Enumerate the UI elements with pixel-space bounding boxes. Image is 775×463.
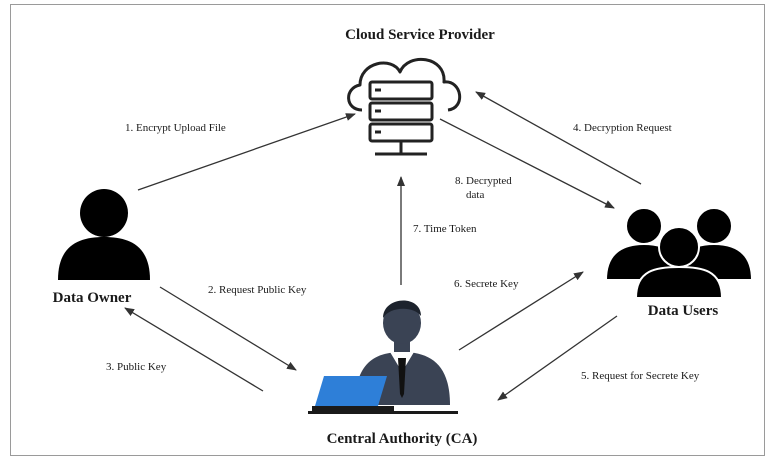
label-decrypted-data: data [466,189,484,201]
arrow-encrypt-upload [137,113,356,191]
ca-person-laptop-icon [308,300,458,414]
data-users-title: Data Users [648,303,719,319]
label-time-token: 7. Time Token [413,223,477,235]
data-owner-title: Data Owner [53,290,132,306]
central-authority-title: Central Authority (CA) [327,431,478,447]
arrow-request-secrete-key [497,315,618,401]
arrow-request-public-key [159,286,297,371]
group-icon [604,207,754,299]
diagram-frame [10,4,765,456]
cloud-server-icon [347,57,462,156]
cloud-service-provider-title: Cloud Service Provider [345,27,495,43]
arrows [124,91,642,401]
label-secrete-key: 6. Secrete Key [454,278,519,290]
arrow-decrypted-data [439,118,615,209]
label-encrypt-upload-file: 1. Encrypt Upload File [125,122,226,134]
label-public-key: 3. Public Key [106,361,167,373]
arrow-secrete-key [458,271,584,351]
label-decryption-request: 4. Decryption Request [573,122,672,134]
arrow-public-key [124,307,264,392]
label-decrypted: 8. Decrypted [455,175,512,187]
label-request-public-key: 2. Request Public Key [208,284,307,296]
person-icon [58,189,150,280]
arrow-decryption-request [475,91,642,185]
label-request-for-secrete-key: 5. Request for Secrete Key [581,370,700,382]
